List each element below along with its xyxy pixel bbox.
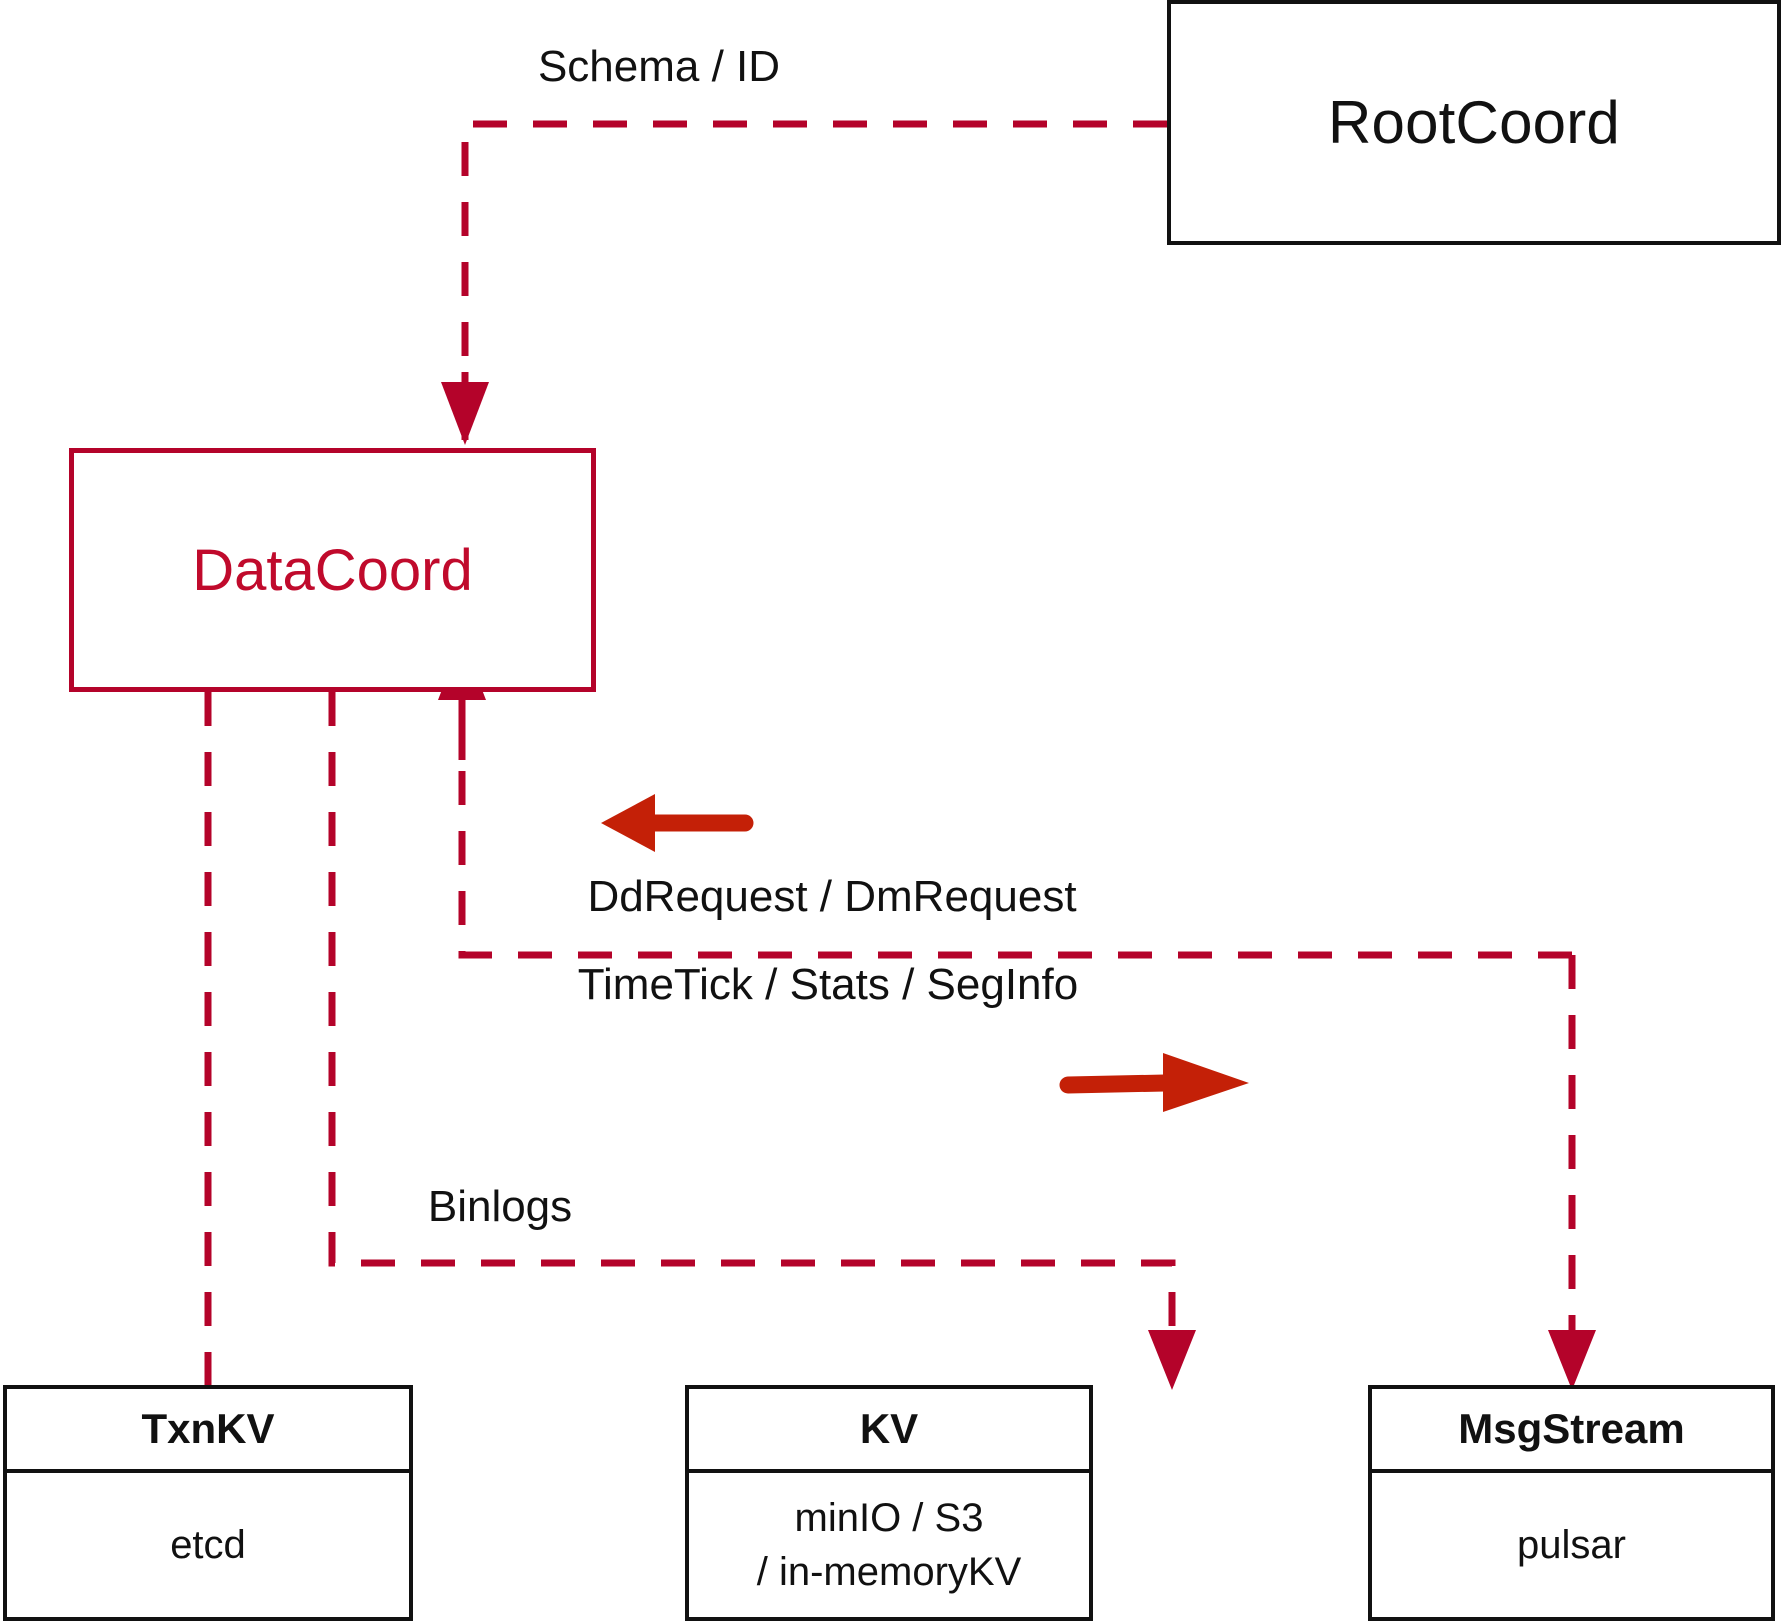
msgstream-body-line-1: pulsar [1517, 1523, 1626, 1567]
edge-timetick-stats-seginfo [1548, 955, 1596, 1390]
txnkv-body-line-1: etcd [170, 1523, 246, 1567]
direction-arrow-right [1059, 1053, 1249, 1112]
msgstream-body: pulsar [1372, 1473, 1771, 1617]
kv-body-line-1: minIO / S3 [794, 1496, 984, 1540]
node-kv[interactable]: KV minIO / S3 / in-memoryKV [685, 1385, 1093, 1621]
node-txnkv[interactable]: TxnKV etcd [3, 1385, 413, 1621]
msgstream-header: MsgStream [1372, 1389, 1771, 1473]
edge-label-timetick-stats-seginfo: TimeTick / Stats / SegInfo [577, 960, 1079, 1009]
txnkv-body: etcd [7, 1473, 409, 1617]
edge-binlogs [328, 692, 1196, 1390]
kv-body: minIO / S3 / in-memoryKV [689, 1473, 1089, 1617]
kv-header: KV [689, 1389, 1089, 1473]
edge-schema-id [441, 120, 1167, 445]
node-msgstream[interactable]: MsgStream pulsar [1368, 1385, 1775, 1621]
datacoord-label: DataCoord [192, 537, 473, 603]
txnkv-header: TxnKV [7, 1389, 409, 1473]
direction-arrow-left [601, 794, 754, 852]
rootcoord-label: RootCoord [1328, 89, 1620, 156]
node-rootcoord[interactable]: RootCoord [1167, 0, 1781, 245]
edge-label-dd-dm-request: DdRequest / DmRequest [587, 872, 1077, 921]
edge-label-binlogs: Binlogs [427, 1182, 573, 1231]
edge-label-schema-id: Schema / ID [537, 42, 781, 91]
node-datacoord[interactable]: DataCoord [69, 448, 596, 692]
kv-body-line-2: / in-memoryKV [756, 1550, 1022, 1594]
